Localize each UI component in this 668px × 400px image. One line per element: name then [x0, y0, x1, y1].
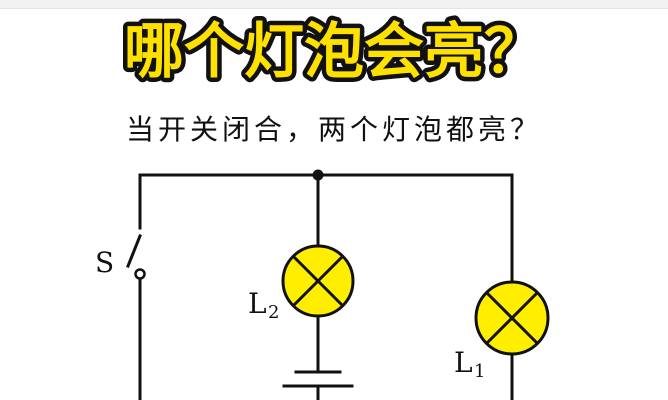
- title-banner: 哪个灯泡会亮？: [0, 6, 668, 96]
- page-title: 哪个灯泡会亮？: [124, 17, 544, 87]
- title-graphic: 哪个灯泡会亮？: [120, 13, 549, 92]
- switch-contact: [134, 268, 146, 280]
- bulb-l2-cross-b: [291, 254, 345, 308]
- bulb-l1: [474, 280, 550, 356]
- bulb-l1-cross-b: [484, 290, 540, 346]
- bulb-l2-label: L: [248, 287, 267, 320]
- bulb-l2-subscript: 2: [268, 302, 279, 323]
- bulb-l2: [281, 244, 355, 318]
- switch-blade: [126, 234, 142, 268]
- switch-label: S: [95, 246, 114, 279]
- question-text: 当开关闭合，两个灯泡都亮？: [125, 113, 542, 146]
- top-strip: [0, 0, 668, 9]
- bulb-l1-subscript: 1: [474, 361, 485, 382]
- bulb-l1-label: L: [454, 346, 473, 379]
